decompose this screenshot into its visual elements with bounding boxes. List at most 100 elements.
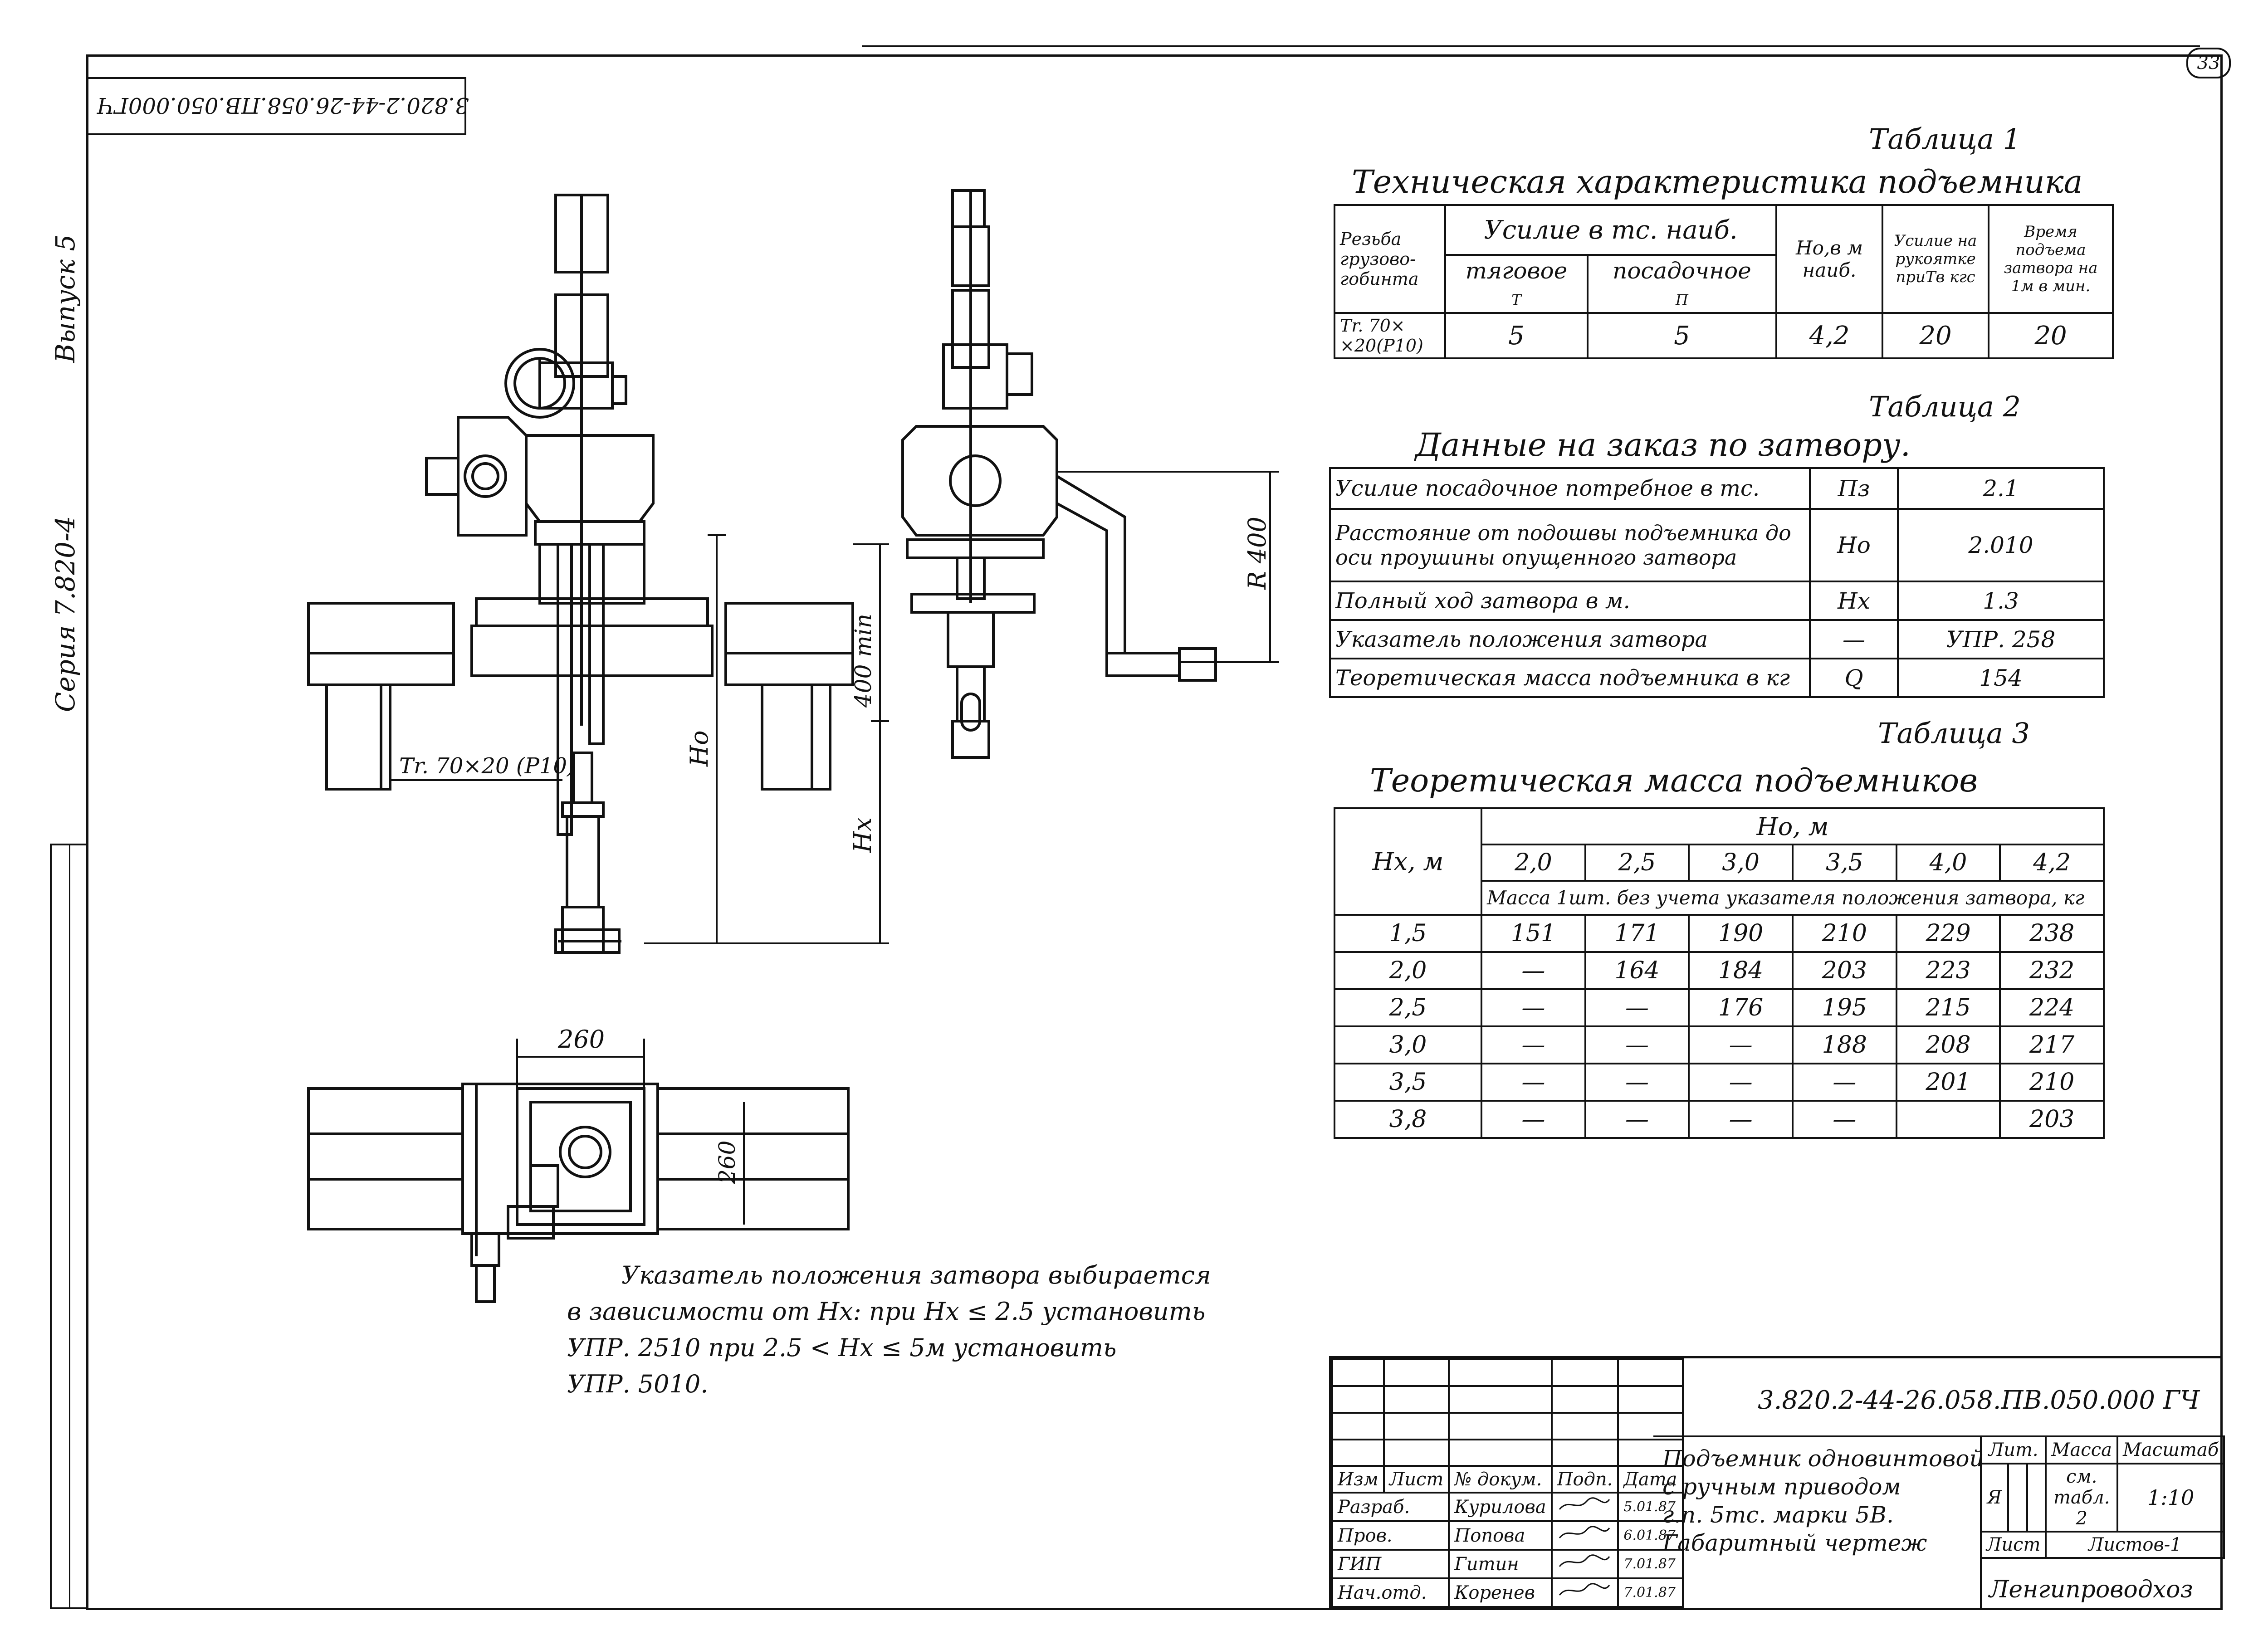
t3-col-2: 3,0 xyxy=(1688,844,1794,882)
tb-signature xyxy=(1550,1520,1619,1551)
t3-cell: 210 xyxy=(1791,914,1897,953)
t1-thread: Тr. 70× ×20(P10) xyxy=(1334,312,1446,359)
tb-org: Ленгипроводхоз xyxy=(1989,1576,2193,1603)
t3-cell: 224 xyxy=(1999,988,2105,1027)
t3-cell: 215 xyxy=(1895,988,2001,1027)
table2: Усилие посадочное потребное в тс. Пз 2.1… xyxy=(1329,467,2105,698)
t2-sym-2: Нх xyxy=(1809,581,1899,621)
table2-caption: Таблица 2 xyxy=(1869,390,2021,423)
t3-col-3: 3,5 xyxy=(1791,844,1897,882)
tb-person-row: Нач.отд.Коренев 7.01.87 xyxy=(1331,1577,1684,1608)
tb-name: Коренев xyxy=(1448,1577,1553,1608)
tb-scale-value: 1:10 xyxy=(2116,1463,2225,1533)
note-line-1: Указатель положения затвора выбирается xyxy=(621,1261,1211,1289)
t3-row-header: Нх, м xyxy=(1334,807,1482,916)
tb-title: Подъемник одновинтовой с ручным приводом… xyxy=(1662,1445,1984,1557)
t3-cell: 195 xyxy=(1791,988,1897,1027)
t3-col-5: 4,2 xyxy=(1999,844,2105,882)
gauge-dial xyxy=(504,348,575,419)
tb-name: Гитин xyxy=(1448,1549,1553,1580)
t1-h-time: Время подъема затвора на 1м в мин. xyxy=(1988,204,2114,314)
t2-label-2: Полный ход затвора в м. xyxy=(1329,581,1811,621)
tb-signature xyxy=(1550,1549,1619,1580)
title-block-signatures: Изм Лист № докум. Подп. Дата Разраб.Кури… xyxy=(1331,1358,1684,1608)
t3-cell: — xyxy=(1481,1100,1586,1139)
t3-cell: — xyxy=(1584,1025,1690,1064)
t3-cell: 201 xyxy=(1895,1063,2001,1102)
tb-title-line-3: Габаритный чертеж xyxy=(1662,1530,1927,1556)
gearbox xyxy=(457,416,528,537)
t3-cell: — xyxy=(1688,1025,1794,1064)
tb-role: Разраб. xyxy=(1331,1492,1450,1523)
tb-head-date: Дата xyxy=(1617,1465,1684,1494)
rotated-code-box: 3.820.2-44-26.058.ПВ.050.000ГЧ xyxy=(86,77,469,135)
table2-title: Данные на заказ по затвору. xyxy=(1415,426,1911,464)
t3-cell: — xyxy=(1688,1100,1794,1139)
tb-signature xyxy=(1550,1492,1619,1523)
tb-title-line-0: Подъемник одновинтовой xyxy=(1662,1445,1984,1472)
t3-cell: 188 xyxy=(1791,1025,1897,1064)
title-block: Изм Лист № докум. Подп. Дата Разраб.Кури… xyxy=(1329,1356,2225,1608)
top-edge-line xyxy=(862,45,2200,47)
tb-name: Попова xyxy=(1448,1520,1553,1551)
note-line-4: УПР. 5010. xyxy=(567,1370,709,1398)
t3-col-4: 4,0 xyxy=(1895,844,2001,882)
dim-400min: 400 min xyxy=(850,614,876,708)
t3-hx: 3,0 xyxy=(1334,1025,1482,1064)
dim-ho: Ho xyxy=(685,730,714,767)
tb-role: Нач.отд. xyxy=(1331,1577,1450,1608)
tb-head-list: Лист xyxy=(1383,1465,1450,1494)
beam-left xyxy=(307,602,455,686)
t3-col-header: Но, м xyxy=(1481,807,2105,845)
lifter-body xyxy=(525,434,655,523)
t3-subheader: Масса 1шт. без учета указателя положения… xyxy=(1481,880,2105,916)
tb-sheet-label: Лист xyxy=(1980,1531,2047,1559)
t2-label-4: Теоретическая масса подъемника в кг xyxy=(1329,658,1811,698)
t2-sym-1: Но xyxy=(1809,508,1899,582)
t2-value-4: 154 xyxy=(1897,658,2105,698)
tb-title-line-2: г.п. 5тс. марки 5В. xyxy=(1662,1502,1894,1528)
t2-label-3: Указатель положения затвора xyxy=(1329,619,1811,659)
t1-landing: 5 xyxy=(1586,312,1778,359)
table1-title: Техническая характеристика подъемника xyxy=(1352,163,2083,200)
tb-name: Курилова xyxy=(1448,1492,1553,1523)
page-number: 33 xyxy=(2197,53,2220,73)
t3-cell: — xyxy=(1584,988,1690,1027)
tb-divider-h xyxy=(1653,1435,2220,1437)
t3-cell: 203 xyxy=(1999,1100,2105,1139)
tb-date: 7.01.87 xyxy=(1617,1577,1684,1608)
t3-cell: 229 xyxy=(1895,914,2001,953)
tb-date: 6.01.87 xyxy=(1617,1520,1684,1551)
t3-hx: 3,5 xyxy=(1334,1063,1482,1102)
table3-caption: Таблица 3 xyxy=(1878,717,2030,750)
t3-cell xyxy=(1895,1100,2001,1139)
tb-role: Пров. xyxy=(1331,1520,1450,1551)
t1-handle: 20 xyxy=(1882,312,1989,359)
t3-cell: — xyxy=(1584,1063,1690,1102)
dim-hx: Hx xyxy=(848,817,877,853)
t3-cell: — xyxy=(1481,1063,1586,1102)
table1: Резьба грузово-гобинта Усилие в тс. наиб… xyxy=(1334,204,2114,359)
table3: Нх, м Но, м 2,0 2,5 3,0 3,5 4,0 4,2 Масс… xyxy=(1334,807,2105,1139)
tb-lit-grid: Лит. Масса Масштаб Я см. табл. 2 1:10 Ли… xyxy=(1980,1435,2225,1559)
t3-cell: 232 xyxy=(1999,951,2105,990)
screw-housing xyxy=(554,293,609,378)
dim-plan-height: 260 xyxy=(714,1141,740,1184)
t3-row: 3,8————203 xyxy=(1334,1100,2105,1139)
t2-label-1: Расстояние от подошвы подъемника до оси … xyxy=(1329,508,1811,582)
tb-signature xyxy=(1550,1577,1619,1608)
t2-value-2: 1.3 xyxy=(1897,581,2105,621)
t3-hx: 3,8 xyxy=(1334,1100,1482,1139)
t1-ho: 4,2 xyxy=(1775,312,1883,359)
t3-cell: — xyxy=(1481,951,1586,990)
t3-cell: 210 xyxy=(1999,1063,2105,1102)
